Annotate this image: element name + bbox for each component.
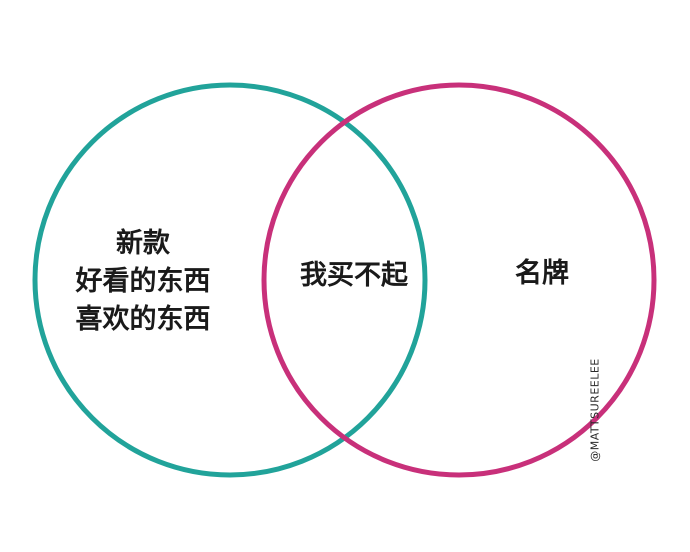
watermark-text: @MATTSUREELEE: [588, 358, 602, 462]
left-set-line-1: 新款: [116, 228, 170, 259]
left-circle: [32, 82, 428, 478]
left-set-line-2: 好看的东西: [75, 266, 211, 297]
right-circle: [261, 82, 657, 478]
intersection-label: 我买不起: [300, 260, 408, 291]
right-set-label: 名牌: [515, 258, 569, 289]
left-set-label: 新款 好看的东西 喜欢的东西: [48, 225, 238, 339]
left-set-line-3: 喜欢的东西: [75, 304, 211, 335]
